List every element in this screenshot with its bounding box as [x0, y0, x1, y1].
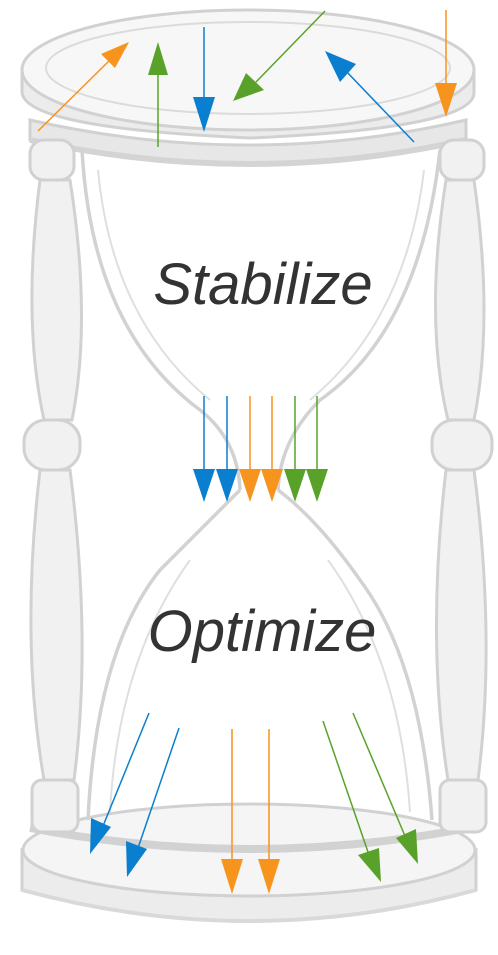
arrow-head — [239, 469, 261, 502]
inflow-arrow-green-diagonal — [233, 10, 326, 101]
arrow-head — [435, 83, 457, 117]
arrow-head — [193, 97, 215, 132]
optimize-label: Optimize — [148, 599, 377, 664]
inflow-arrow-orange — [37, 42, 129, 132]
funnel-arrow-green-1 — [284, 396, 306, 502]
arrow-shaft — [344, 69, 415, 143]
funnel-arrow-green-2 — [306, 396, 328, 502]
outflow-arrow-blue-2 — [126, 727, 180, 877]
arrow-shaft — [255, 10, 326, 83]
arrow-head — [193, 469, 215, 502]
arrow-head — [306, 469, 328, 502]
arrow-shaft — [137, 727, 180, 849]
outflow-arrow-orange-2 — [258, 729, 280, 894]
arrow-head — [126, 841, 147, 877]
arrow-head — [396, 829, 418, 864]
outflow-arrow-green-2 — [352, 712, 418, 864]
inflow-arrow-blue-diagonal — [325, 51, 415, 143]
arrow-head — [101, 42, 129, 68]
inflow-arrows — [37, 10, 457, 147]
arrow-head — [221, 859, 243, 894]
inflow-arrow-green — [148, 42, 168, 147]
arrow-shaft — [37, 57, 113, 132]
glass-bulbs — [80, 149, 442, 821]
outflow-arrow-green-1 — [322, 720, 381, 882]
funnel-arrows — [193, 396, 328, 502]
arrow-head — [325, 51, 356, 82]
inflow-arrow-orange-right — [435, 10, 457, 117]
right-spindle — [430, 138, 494, 834]
left-spindle — [22, 138, 84, 834]
funnel-arrow-blue-2 — [216, 396, 238, 502]
bottom-cap — [20, 802, 478, 923]
funnel-arrow-orange-2 — [261, 396, 283, 502]
arrow-shaft — [352, 712, 406, 837]
arrow-head — [258, 859, 280, 894]
arrow-shaft — [102, 712, 150, 827]
outflow-arrow-orange-1 — [221, 729, 243, 894]
funnel-arrow-blue-1 — [193, 396, 215, 502]
inflow-arrow-blue — [193, 27, 215, 132]
arrow-head — [358, 848, 381, 882]
arrow-head — [90, 818, 111, 854]
funnel-arrow-orange-1 — [239, 396, 261, 502]
arrow-shaft — [322, 720, 369, 853]
arrow-head — [284, 469, 306, 502]
outflow-arrows — [90, 712, 418, 894]
arrow-head — [233, 73, 264, 101]
stabilize-label: Stabilize — [153, 252, 372, 317]
outflow-arrow-blue-1 — [90, 712, 150, 854]
hourglass-frame — [20, 8, 494, 923]
arrow-head — [261, 469, 283, 502]
arrow-head — [216, 469, 238, 502]
arrow-head — [148, 42, 168, 75]
